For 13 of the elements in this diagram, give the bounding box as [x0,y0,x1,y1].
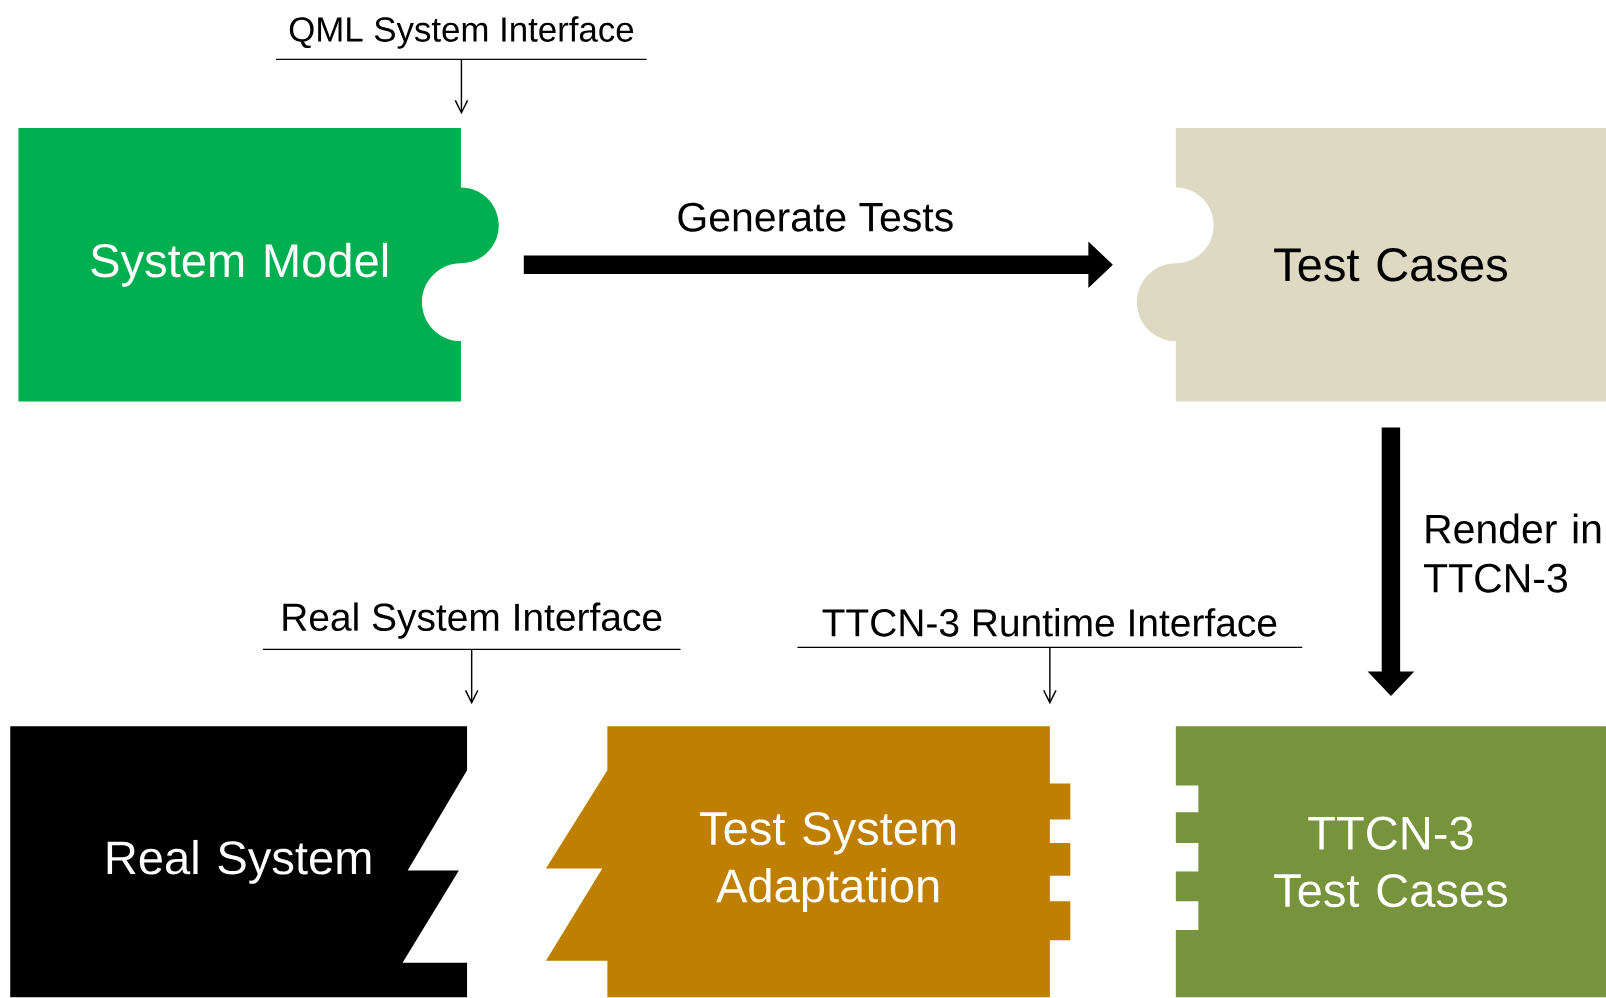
edge-label: Render in TTCN-3 [1424,513,1601,593]
underlined-label: Real System Interface [262,602,682,651]
puzzle-piece: Test System Adaptation [545,726,1071,998]
puzzle-piece: Real System [10,726,468,998]
edge-label: Generate Tests [678,202,953,232]
underlined-label: TTCN-3 Runtime Interface [796,608,1303,649]
arrow [454,58,469,115]
arrow [464,648,479,705]
puzzle-piece: System Model [18,128,499,402]
underlined-label: QML System Interface [275,16,648,61]
arrow [1043,646,1057,705]
puzzle-piece: Test Cases [1136,128,1606,402]
puzzle-piece: TTCN-3 Test Cases [1175,726,1606,998]
